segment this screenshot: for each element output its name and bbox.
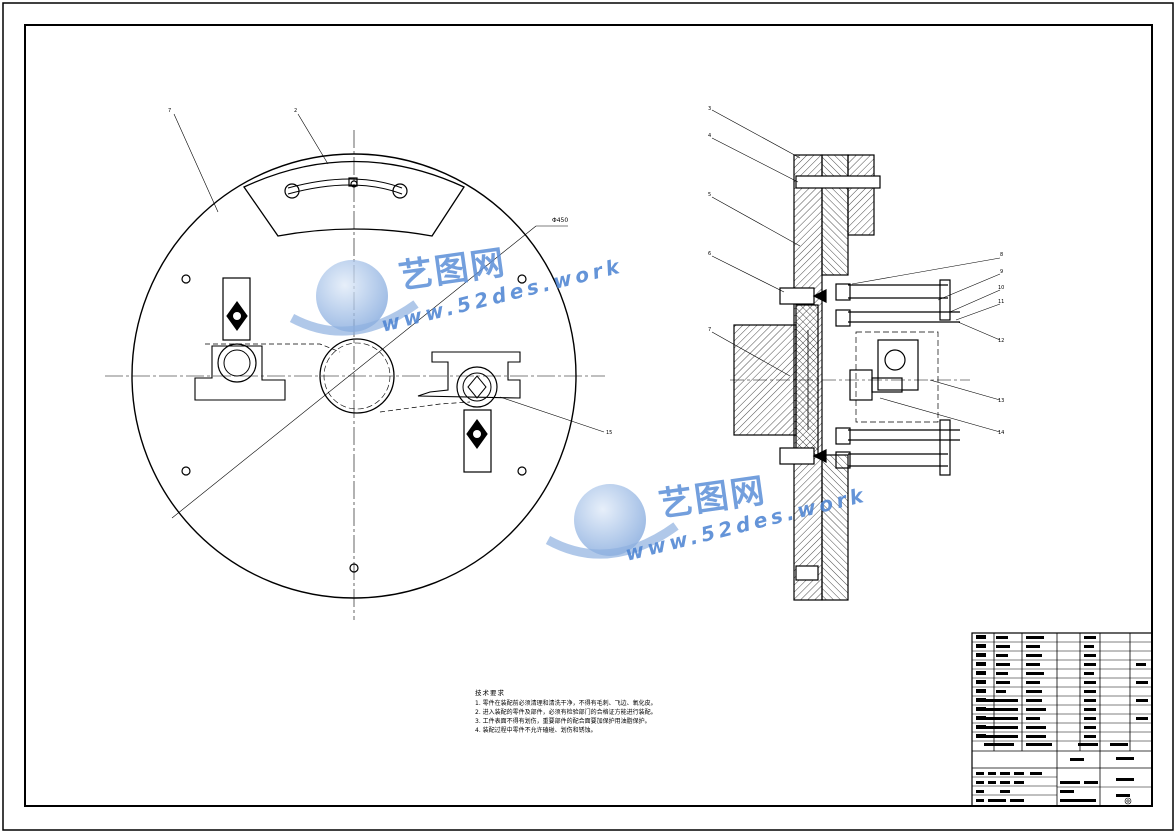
balloon-label: 11 — [998, 299, 1004, 305]
base-disc — [131, 153, 577, 599]
watermark-logo-1 — [289, 260, 419, 336]
right-locator — [417, 351, 521, 399]
technical-notes: 技术要求 1. 零件在装配前必须清理和清洗干净，不得有毛刺、飞边、氧化皮。 2.… — [475, 689, 775, 735]
balloon-label: 7 — [708, 327, 711, 333]
balloon-label: 5 — [708, 192, 711, 198]
balloon-label: 7 — [168, 108, 171, 114]
left-locator — [194, 345, 286, 401]
balloon-label: 8 — [1000, 252, 1003, 258]
balloon-label: 10 — [998, 285, 1004, 291]
balloon-label: 2 — [294, 108, 297, 114]
adjusting-plate — [243, 160, 465, 237]
technical-note-item: 4. 装配过程中零件不允许磕碰、划伤和锈蚀。 — [475, 727, 597, 734]
inner-border — [24, 24, 1153, 807]
arc-slot — [287, 178, 403, 195]
workpiece — [855, 331, 939, 423]
balloon-label: 6 — [708, 251, 711, 257]
balloon-label: 12 — [998, 338, 1004, 344]
title-block — [971, 632, 1153, 807]
section-view — [711, 109, 1001, 601]
balloon-label: 9 — [1000, 269, 1003, 275]
balloon-label: 14 — [998, 430, 1004, 436]
technical-note-item: 3. 工件表面不得有划伤，重要部件的配合面要加保护用油脂保护。 — [475, 718, 651, 725]
balloon-label: 15 — [606, 430, 612, 436]
left-clamp — [222, 277, 251, 341]
center-bore — [319, 338, 395, 414]
watermark-logo-2 — [545, 484, 679, 559]
front-view — [105, 113, 605, 620]
balloon-label: 4 — [708, 133, 711, 139]
technical-note-item: 1. 零件在装配前必须清理和清洗干净，不得有毛刺、飞边、氧化皮。 — [475, 700, 657, 707]
dimension-label: Φ450 — [552, 217, 568, 224]
technical-notes-title: 技术要求 — [475, 689, 505, 697]
balloon-label: 3 — [708, 106, 711, 112]
right-clamp — [463, 409, 492, 473]
balloon-label: 13 — [998, 398, 1004, 404]
technical-note-item: 2. 进入装配的零件及部件，必须有检验部门的合格证方能进行装配。 — [475, 709, 657, 716]
